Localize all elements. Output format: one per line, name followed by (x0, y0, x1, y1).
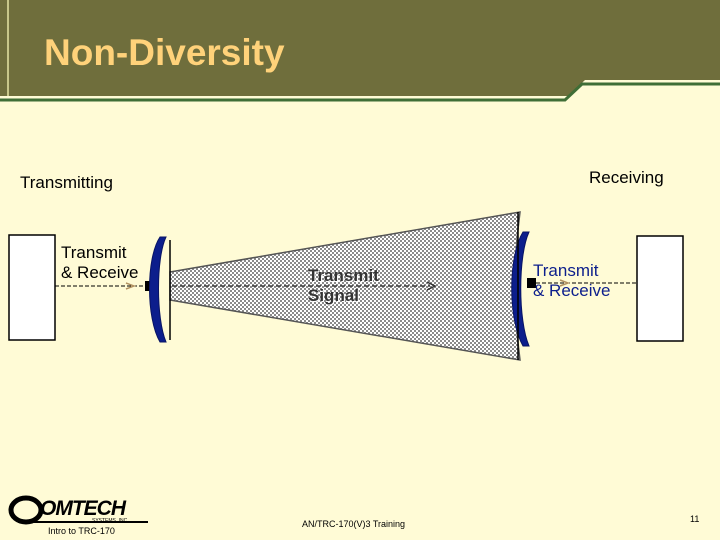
transmit-station-label: Transmit & Receive (61, 243, 139, 282)
left-feed-arrow (125, 282, 137, 290)
transmit-dish-icon (149, 236, 167, 343)
right-feed-arrow (559, 279, 571, 287)
program-label: AN/TRC-170(V)3 Training (302, 519, 406, 529)
receive-dish-icon (511, 231, 530, 347)
receive-station-box (636, 235, 684, 342)
receive-station-label: Transmit & Receive (533, 261, 611, 300)
comtech-logo-subtext: SYSTEMS, INC. (92, 518, 129, 524)
header-divider-line (0, 82, 720, 102)
slide-title: Non-Diversity (44, 32, 285, 73)
signal-path-arrow (426, 281, 437, 291)
receiving-heading: Receiving (589, 168, 664, 187)
transmit-signal-label: Transmit Signal (308, 266, 379, 305)
course-label: Intro to TRC-170 (48, 526, 115, 536)
page-number: 11 (690, 514, 700, 524)
comtech-logo-swoosh (8, 495, 44, 525)
comtech-logo-text: OMTECH (40, 497, 126, 520)
transmit-station-box (8, 234, 56, 341)
left-feed-horn (145, 281, 153, 291)
right-feed-horn (527, 278, 536, 288)
transmitting-heading: Transmitting (20, 173, 113, 192)
header-band (0, 0, 720, 96)
